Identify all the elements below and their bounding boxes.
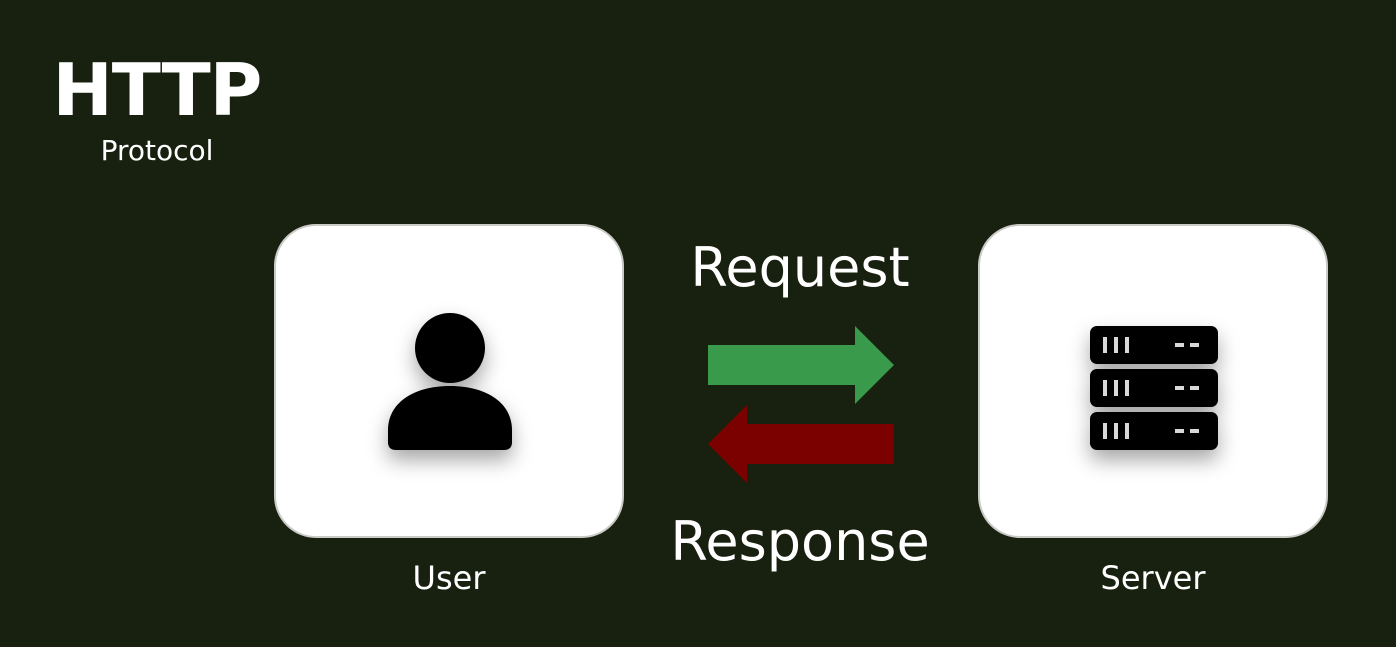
request-arrow — [708, 326, 894, 404]
person-icon — [388, 313, 512, 450]
server-label: Server — [1100, 559, 1206, 597]
user-card — [274, 224, 624, 538]
page-subtitle: Protocol — [100, 134, 214, 167]
page-title: HTTP — [52, 48, 263, 132]
title-block: HTTP Protocol — [52, 48, 263, 168]
arrows-group — [708, 326, 894, 483]
user-label: User — [412, 559, 486, 597]
response-label: Response — [670, 510, 930, 573]
server-card — [978, 224, 1328, 538]
response-arrow — [708, 405, 894, 483]
server-rack-icon — [1090, 326, 1218, 450]
request-label: Request — [690, 236, 910, 299]
